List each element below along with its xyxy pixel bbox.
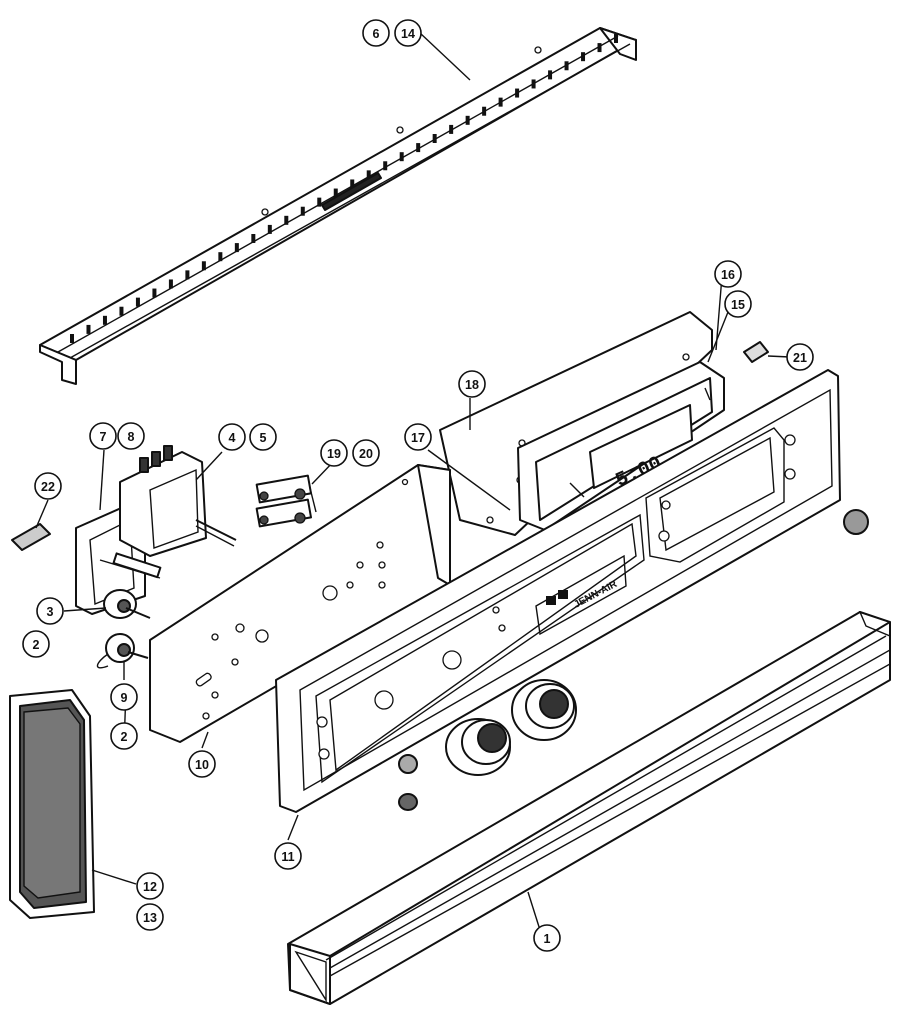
callout-5: 5	[249, 423, 277, 451]
rail-slot	[251, 234, 256, 243]
svg-text:10: 10	[195, 758, 209, 772]
callout-1: 1	[533, 924, 561, 952]
callout-18: 18	[458, 370, 486, 398]
rail-slot	[317, 197, 322, 207]
rail-slot	[300, 206, 305, 216]
rail-slot	[119, 306, 124, 316]
selector-switch	[119, 445, 237, 557]
svg-text:8: 8	[128, 430, 135, 444]
callout-2-lower: 2	[110, 722, 138, 750]
svg-text:13: 13	[143, 911, 157, 925]
rail-slot	[201, 261, 206, 271]
callout-10: 10	[188, 750, 216, 778]
rail-slot	[168, 279, 173, 289]
rail-slot	[581, 52, 586, 62]
svg-text:1: 1	[544, 932, 551, 946]
callout-21: 21	[786, 343, 814, 371]
rail-slot	[185, 270, 190, 280]
rail-slot	[135, 297, 140, 307]
svg-text:17: 17	[411, 431, 425, 445]
svg-text:19: 19	[327, 447, 341, 461]
callout-9: 9	[110, 683, 138, 711]
rail-slot	[218, 252, 223, 262]
rail-slot	[498, 97, 503, 107]
rail-slot	[234, 243, 239, 253]
svg-text:18: 18	[465, 378, 479, 392]
svg-text:16: 16	[721, 268, 735, 282]
rail-slot	[515, 88, 520, 98]
svg-text:20: 20	[359, 447, 373, 461]
svg-text:7: 7	[100, 430, 107, 444]
rail-slot	[350, 179, 355, 189]
svg-text:2: 2	[33, 638, 40, 652]
callout-16: 16	[714, 260, 742, 288]
upper-potentiometer	[103, 589, 151, 619]
svg-text:2: 2	[121, 730, 128, 744]
callout-14: 14	[394, 19, 422, 47]
rail-slot	[86, 324, 91, 334]
svg-text:6: 6	[373, 27, 380, 41]
callout-22: 22	[34, 472, 62, 500]
bottom-extrusion	[287, 610, 891, 1005]
rail-slot	[399, 152, 404, 162]
rail-slot	[614, 34, 618, 43]
callout-6: 6	[362, 19, 390, 47]
rail-slot	[267, 224, 272, 234]
rail-slot	[333, 188, 338, 198]
retainer-clip	[743, 341, 769, 363]
svg-text:12: 12	[143, 880, 157, 894]
rail-slot	[383, 161, 388, 171]
end-trim-cap	[9, 689, 95, 919]
clock-display-module: 5:00	[517, 361, 725, 531]
svg-text:4: 4	[229, 431, 236, 445]
right-control-knob[interactable]	[511, 679, 577, 741]
svg-text:5: 5	[260, 431, 267, 445]
left-control-knob[interactable]	[445, 718, 511, 776]
lower-potentiometer	[96, 633, 149, 669]
rail-slot	[284, 215, 289, 225]
callout-4: 4	[218, 423, 246, 451]
indicator-light-lenses	[398, 754, 418, 811]
svg-text:22: 22	[41, 480, 55, 494]
rail-slot	[548, 70, 553, 80]
rail-slot	[366, 170, 371, 180]
callout-15: 15	[724, 290, 752, 318]
callouts: 6 14 16 15 21 18 17 7 8 4 5 19 20 22 3 2…	[22, 19, 814, 952]
rail-slot	[102, 315, 107, 325]
rail-slot	[416, 143, 421, 153]
rail-slot	[465, 115, 470, 125]
callout-11: 11	[274, 842, 302, 870]
callout-3: 3	[36, 597, 64, 625]
rail-slots	[70, 34, 618, 343]
rail-slot	[152, 288, 157, 298]
rail-slot	[449, 124, 454, 134]
svg-text:9: 9	[121, 691, 128, 705]
svg-text:21: 21	[793, 351, 807, 365]
terminal-blocks	[255, 474, 317, 528]
rail-slot	[531, 79, 536, 89]
rail-slot	[597, 43, 602, 53]
control-panel: JENN-AIR	[275, 369, 869, 813]
rail-slot	[482, 106, 487, 116]
callout-20: 20	[352, 439, 380, 467]
callout-2-upper: 2	[22, 630, 50, 658]
callout-19: 19	[320, 439, 348, 467]
callout-13: 13	[136, 903, 164, 931]
top-mounting-rail	[39, 27, 637, 385]
wire-clip	[11, 523, 51, 551]
rail-slot	[432, 134, 437, 143]
callout-7: 7	[89, 422, 117, 450]
callout-8: 8	[117, 422, 145, 450]
svg-text:15: 15	[731, 298, 745, 312]
svg-text:3: 3	[47, 605, 54, 619]
svg-text:14: 14	[401, 27, 415, 41]
rail-slot	[70, 334, 74, 343]
side-knob[interactable]	[843, 509, 869, 535]
callout-12: 12	[136, 872, 164, 900]
callout-17: 17	[404, 423, 432, 451]
svg-text:11: 11	[281, 850, 294, 864]
rail-slot	[564, 61, 569, 71]
